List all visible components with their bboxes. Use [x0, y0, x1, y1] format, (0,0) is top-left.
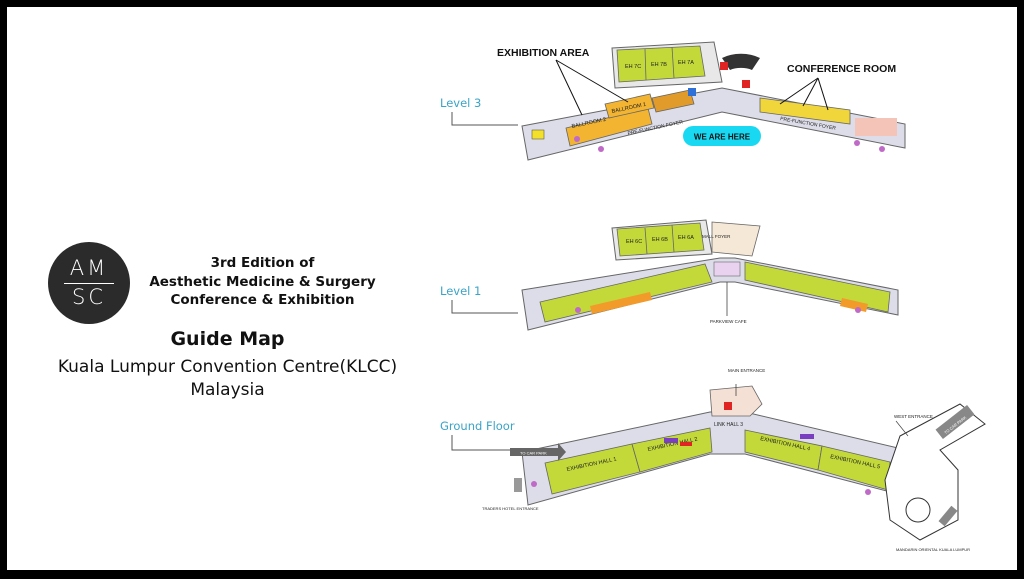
to-car-park-arrow	[510, 443, 566, 461]
ground-dot-2	[865, 489, 871, 495]
mall-foyer-label: MALL FOYER	[702, 234, 731, 239]
west-entrance-leader	[895, 420, 909, 437]
level1-west-orange-strip	[590, 292, 652, 314]
ground-leader	[451, 435, 512, 451]
main-entrance-label: MAIN ENTRANCE	[728, 368, 765, 373]
eh7-divider-2	[671, 46, 675, 79]
logo-line1: AM	[69, 256, 109, 280]
mandarin-car-park-marker	[938, 505, 958, 527]
eh7c-label: EH 7C	[625, 64, 641, 70]
level1-central-core	[713, 261, 741, 277]
to-car-park-right-sign	[935, 404, 975, 440]
level3-dot-3	[854, 140, 860, 146]
traders-hotel-door	[514, 478, 522, 492]
mall-foyer-area	[711, 221, 761, 257]
guide-title: Guide Map	[170, 328, 285, 350]
level3-service-block	[651, 89, 695, 113]
west-entrance-label: WEST ENTRANCE	[894, 414, 933, 419]
traders-hotel-label: TRADERS HOTEL ENTRANCE	[482, 506, 539, 511]
level1-dot-2	[855, 307, 861, 313]
eh6a-label: EH 6A	[678, 235, 694, 241]
ballroom1-area	[604, 93, 655, 119]
event-name-line2: Conference & Exhibition	[170, 292, 355, 308]
eh7a-label: EH 7A	[678, 60, 694, 66]
level1-dot-1	[575, 307, 581, 313]
level1-map: EH 6C EH 6B EH 6A MALL FOYER PARKVIEW CA…	[521, 219, 899, 331]
ground-dot-1	[531, 481, 537, 487]
exhibition-area-callout: EXHIBITION AREA	[497, 47, 590, 59]
level3-auditorium	[722, 53, 760, 70]
level3-label: Level 3	[440, 96, 482, 110]
conference-rooms-block	[759, 97, 851, 125]
to-car-park-label: TO CAR PARK	[520, 451, 547, 456]
event-title: 3rd Edition of Aesthetic Medicine & Surg…	[130, 254, 395, 310]
conference-callout-line-2	[802, 77, 819, 107]
venue-name: Kuala Lumpur Convention Centre(KLCC)	[57, 357, 398, 377]
level1-east-orange-strip	[840, 298, 868, 312]
ground-floor-map: MAIN ENTRANCE EXHIBITION HALL 1 EXHIBITI…	[482, 368, 986, 552]
eh7b-label: EH 7B	[651, 62, 667, 68]
exhibition-hall-2	[631, 427, 713, 473]
driveway-roundabout	[905, 497, 931, 523]
parkview-cafe-label: PARKVIEW CAFE	[710, 319, 747, 324]
event-name-line1: Aesthetic Medicine & Surgery	[149, 273, 376, 290]
eh6b-label: EH 6B	[652, 237, 668, 243]
eh6-divider-2	[671, 224, 675, 253]
ground-purple-block-1	[664, 438, 678, 443]
conference-callout-line-1	[779, 77, 819, 105]
we-are-here-badge	[683, 126, 761, 146]
level3-map: EH 7C EH 7B EH 7A BALLROOM 2 BALLROOM 1 …	[497, 41, 906, 161]
level3-west-room	[531, 129, 545, 140]
level3-marker-red-2	[742, 80, 750, 88]
exhibition-callout-line-2	[555, 59, 629, 103]
level3-east-block	[855, 118, 897, 136]
level3-leader	[451, 112, 518, 126]
eh6c-label: EH 6C	[626, 239, 642, 245]
event-edition: 3rd Edition of	[210, 255, 315, 271]
link-hall-label: LINK HALL 3	[714, 422, 743, 428]
eh7-divider-1	[644, 48, 647, 81]
conference-room-callout: CONFERENCE ROOM	[787, 63, 896, 75]
level3-dot-1	[574, 136, 580, 142]
ground-red-block	[680, 442, 692, 446]
logo-divider	[64, 283, 114, 284]
level3-dot-4	[879, 146, 885, 152]
venue-block: Kuala Lumpur Convention Centre(KLCC) Mal…	[0, 356, 455, 402]
logo-line2: SC	[72, 285, 106, 309]
exhibition-callout-line-1	[555, 59, 583, 116]
level1-label: Level 1	[440, 284, 482, 298]
level1-west-hall	[539, 263, 713, 323]
west-entrance-driveway	[884, 403, 986, 541]
mandarin-oriental-label: MANDARIN ORIENTAL KUALA LUMPUR	[896, 547, 970, 552]
ground-floor-label: Ground Floor	[440, 419, 515, 433]
we-are-here-label: WE ARE HERE	[694, 133, 751, 142]
eh6-divider-1	[644, 227, 648, 255]
level1-east-hall	[744, 261, 891, 313]
ground-purple-block-2	[800, 434, 814, 439]
level1-leader	[451, 300, 518, 314]
amsc-logo: AM SC	[48, 242, 130, 324]
level3-marker-red	[720, 62, 728, 70]
main-entrance-block	[709, 385, 763, 417]
venue-country: Malaysia	[190, 380, 265, 400]
level3-marker-blue	[688, 88, 696, 96]
main-entrance-marker	[724, 402, 732, 410]
conference-callout-line-3	[817, 77, 829, 111]
level3-dot-2	[598, 146, 604, 152]
